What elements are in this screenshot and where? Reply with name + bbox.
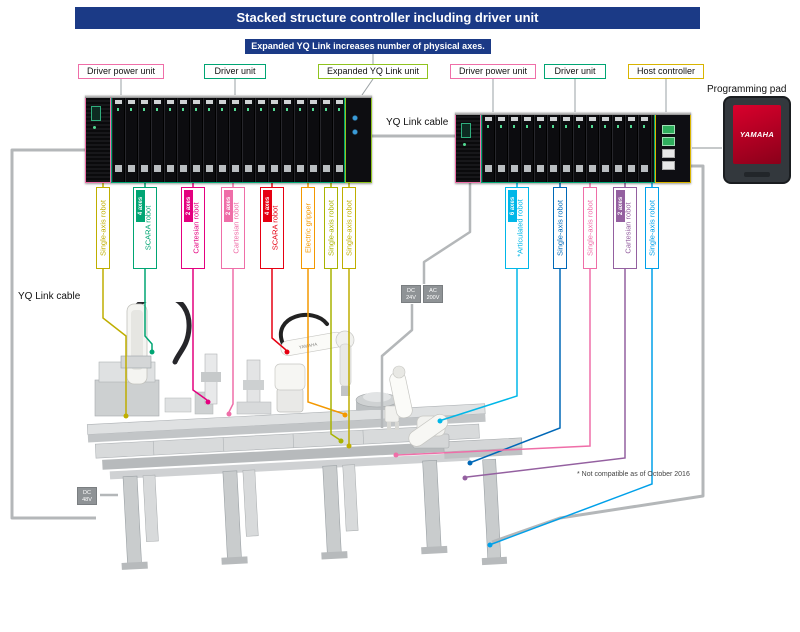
robot-label-cartesian-l3: 2 axes Cartesian robot [181,187,205,269]
power-display [461,123,471,138]
robot-label-single-axis-l7: Single-axis robot [324,187,338,269]
home-button [744,172,770,177]
unit-label-driver-power-left: Driver power unit [78,64,164,79]
robot-label-text: Cartesian robot [623,202,633,254]
robot-label-text: Cartesian robot [191,202,201,254]
yq-link-cable-label-left: YQ Link cable [16,291,83,302]
controller-rack-right [455,112,691,183]
axes-badge: 4 axes [136,190,145,222]
robot-label-gripper-l6: Electric gripper [301,187,315,269]
robot-label-text: Single-axis robot [647,200,657,256]
unit-label-host-controller: Host controller [628,64,704,79]
power-display [91,106,101,121]
io-port [662,149,675,158]
robot-label-single-axis-l1: Single-axis robot [96,187,110,269]
robot-label-text: Electric gripper [303,202,313,254]
robot-label-text: SCARA robot [143,205,153,251]
expanded-yq-link-unit [345,95,372,183]
power-led [93,126,96,129]
driver-unit-modules-right [481,112,655,183]
robot-label-text: Single-axis robot [98,200,108,256]
rack-rail [455,112,691,115]
unit-label-text: Host controller [636,66,696,76]
robot-label-text: Cartesian robot [231,202,241,254]
unit-label-text: Driver power unit [458,66,528,76]
driver-power-unit-right [455,112,481,183]
ac200v-tag: AC 200V [423,285,443,303]
driver-power-unit-left [85,95,111,183]
robot-label-text: Single-axis robot [555,200,565,256]
unit-label-driver-unit-left: Driver unit [204,64,266,79]
robot-cable [132,302,192,365]
robot-label-single-axis-r5: Single-axis robot [645,187,659,269]
workbench [86,403,523,570]
robot-label-scara-l5: 4 axes SCARA robot [260,187,284,269]
unit-label-driver-unit-right: Driver unit [544,64,606,79]
axes-badge: 2 axes [184,190,193,222]
dc24v-tag: DC 24V [401,285,421,303]
scara-robot-photo: YAMAHA [274,313,355,413]
power-led [463,143,466,146]
dc48v-tag: DC 48V [77,487,97,505]
expanded-yq-banner: Expanded YQ Link increases number of phy… [245,39,491,54]
unit-label-expanded-yq-link: Expanded YQ Link unit [318,64,428,79]
stub-line [361,78,374,96]
page-title: Stacked structure controller including d… [75,7,700,29]
yq-link-cable-label-mid: YQ Link cable [384,117,451,128]
axes-badge: 4 axes [263,190,272,222]
programming-pad-screen: YAMAHA [733,105,781,164]
robot-label-text: *Articulated robot [515,199,525,257]
unit-label-text: Expanded YQ Link unit [327,66,419,76]
programming-pad-label: Programming pad [707,84,787,95]
robot-label-cartesian-r4: 2 axes Cartesian robot [613,187,637,269]
robot-label-text: Single-axis robot [326,200,336,256]
host-controller-unit [655,112,691,183]
controller-rack-left [85,95,372,183]
robot-label-single-axis-r2: Single-axis robot [553,187,567,269]
unit-label-driver-power-right: Driver power unit [450,64,536,79]
unit-label-text: Driver power unit [86,66,156,76]
robot-label-text: Single-axis robot [585,200,595,256]
robot-label-text: Single-axis robot [344,200,354,256]
workcell-photo: YAMAHA [86,302,523,570]
ethernet-port [662,137,675,146]
brand-logo: YAMAHA [739,130,775,139]
driver-unit-modules-left [111,95,345,183]
cartesian-robot-photo [164,353,272,415]
cable-power-right [422,183,472,284]
robot-label-scara-l2: 4 axes SCARA robot [133,187,157,269]
robot-label-single-axis-l8: Single-axis robot [342,187,356,269]
robot-label-text: SCARA robot [270,205,280,251]
footnote: * Not compatible as of October 2016 [577,471,690,478]
ethernet-port [662,125,675,134]
robot-label-articulated-r1: 6 axes *Articulated robot [505,187,529,269]
unit-label-text: Driver unit [554,66,596,76]
io-port [662,161,675,170]
rack-rail [85,95,372,98]
unit-label-text: Driver unit [214,66,256,76]
robot-label-single-axis-r3: Single-axis robot [583,187,597,269]
robot-label-cartesian-l4: 2 axes Cartesian robot [221,187,245,269]
programming-pad-photo: YAMAHA [723,96,791,184]
